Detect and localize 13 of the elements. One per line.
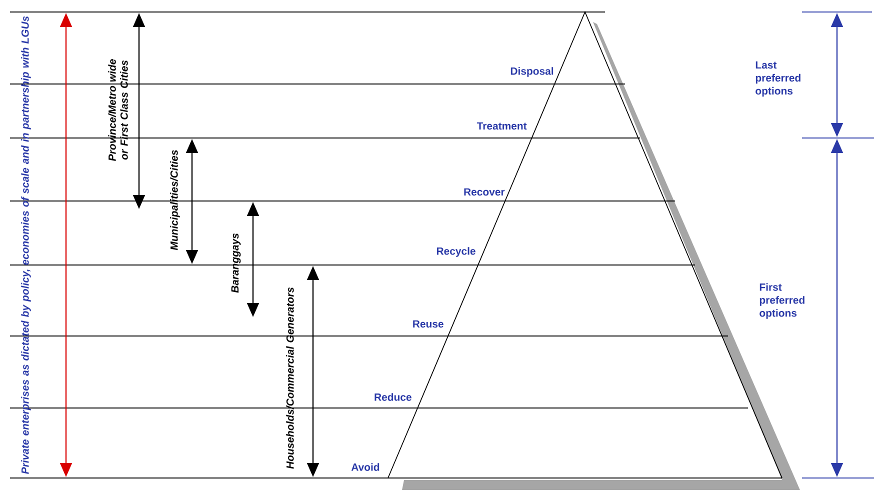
tier-label: Reuse (413, 320, 444, 328)
preference-label: First preferred options (760, 283, 804, 319)
range-label: Private enterprises as dictated by policy, economies of scale and in partnership with LGUs (21, 16, 31, 474)
tier-label: Recover (464, 188, 505, 196)
range-label: Baranggays (231, 233, 241, 293)
tier-label: Avoid (351, 463, 380, 471)
tier-label: Recycle (436, 247, 476, 257)
tier-label: Reduce (374, 393, 412, 401)
preference-label: Last preferred options (756, 61, 800, 97)
tier-label: Treatment (476, 122, 527, 130)
range-label: Municipalities/Cities (170, 150, 180, 250)
range-label: Households/Commercial Generators (286, 287, 294, 469)
tier-label: Disposal (510, 67, 554, 77)
